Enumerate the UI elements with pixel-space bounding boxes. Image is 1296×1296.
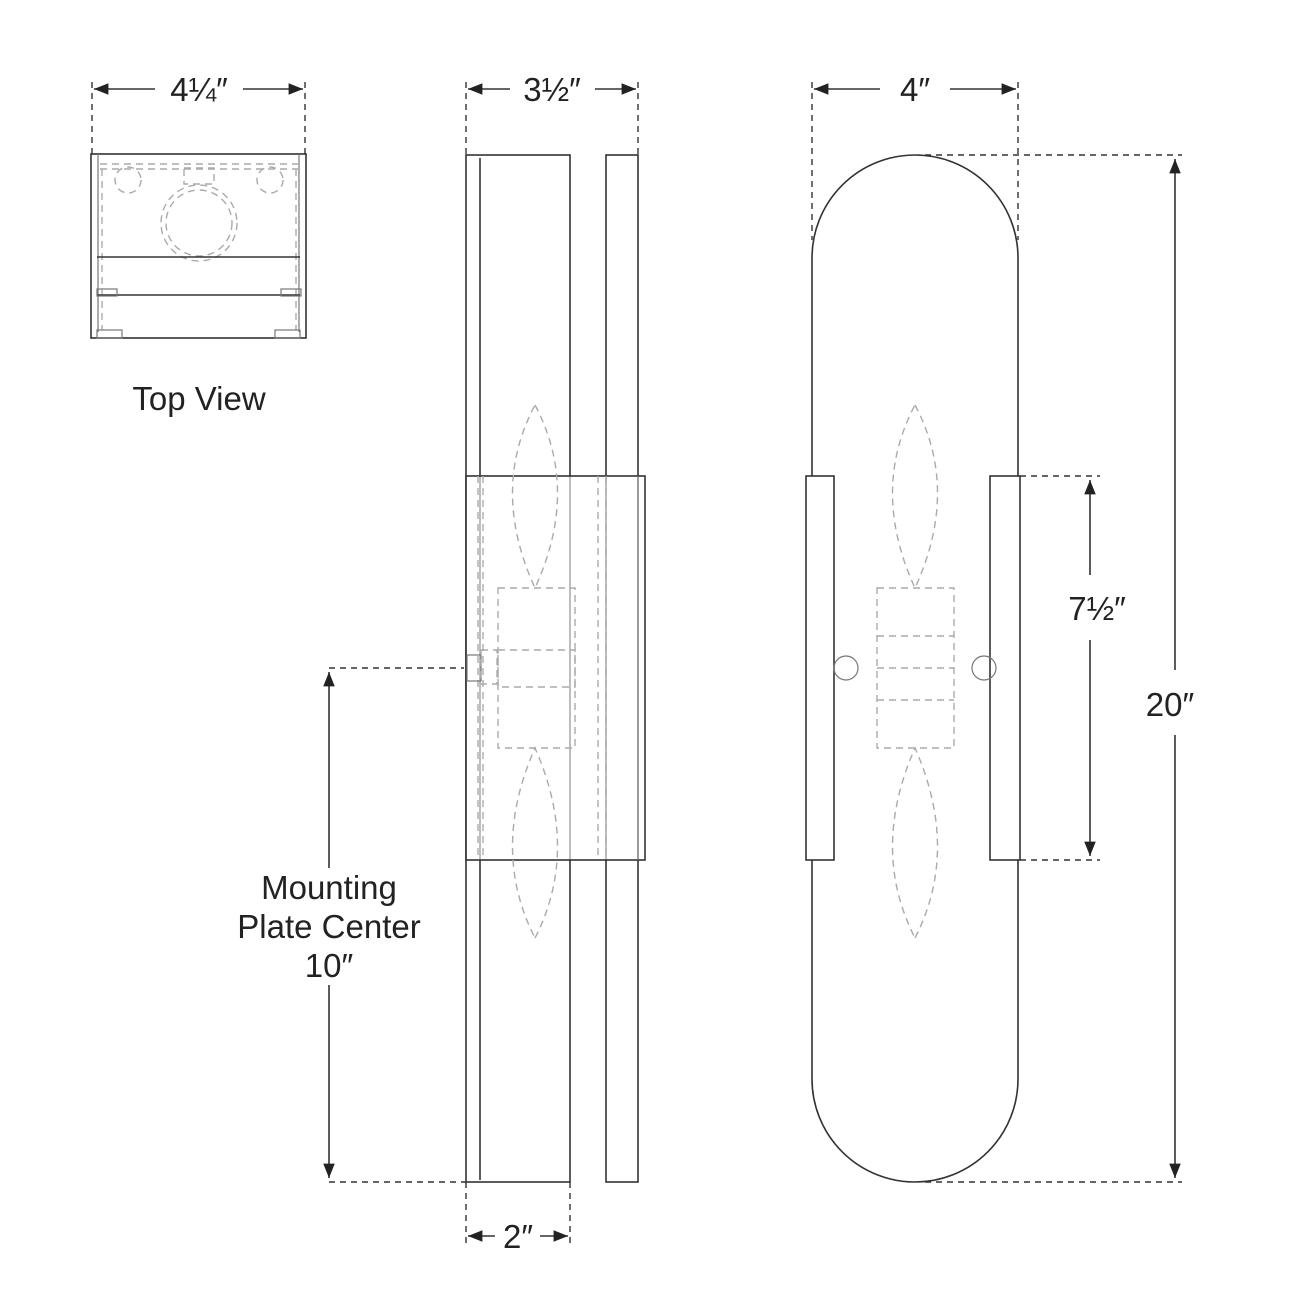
front-view: 4″ 20″ 7½″ [805,71,1195,1183]
top-view-title: Top View [132,380,265,417]
top-view: 4¼″ Top View [90,71,307,417]
mount-label-line3: 10″ [305,947,354,984]
side-view: 3½″ Mounting Plate Center 10″ 2″ [237,71,646,1255]
front-height-label: 20″ [1146,686,1195,723]
side-depth-label: 3½″ [523,71,581,108]
plate-height-label: 7½″ [1068,590,1126,627]
front-right-bar [989,475,1021,861]
front-width-label: 4″ [900,71,930,108]
top-view-outline [90,153,307,339]
mount-label-line2: Plate Center [237,908,420,945]
side-base-label: 2″ [503,1218,533,1255]
top-width-label: 4¼″ [170,71,228,108]
side-mount-plate [465,475,646,861]
mount-label-line1: Mounting [261,869,397,906]
front-left-bar [805,475,835,861]
